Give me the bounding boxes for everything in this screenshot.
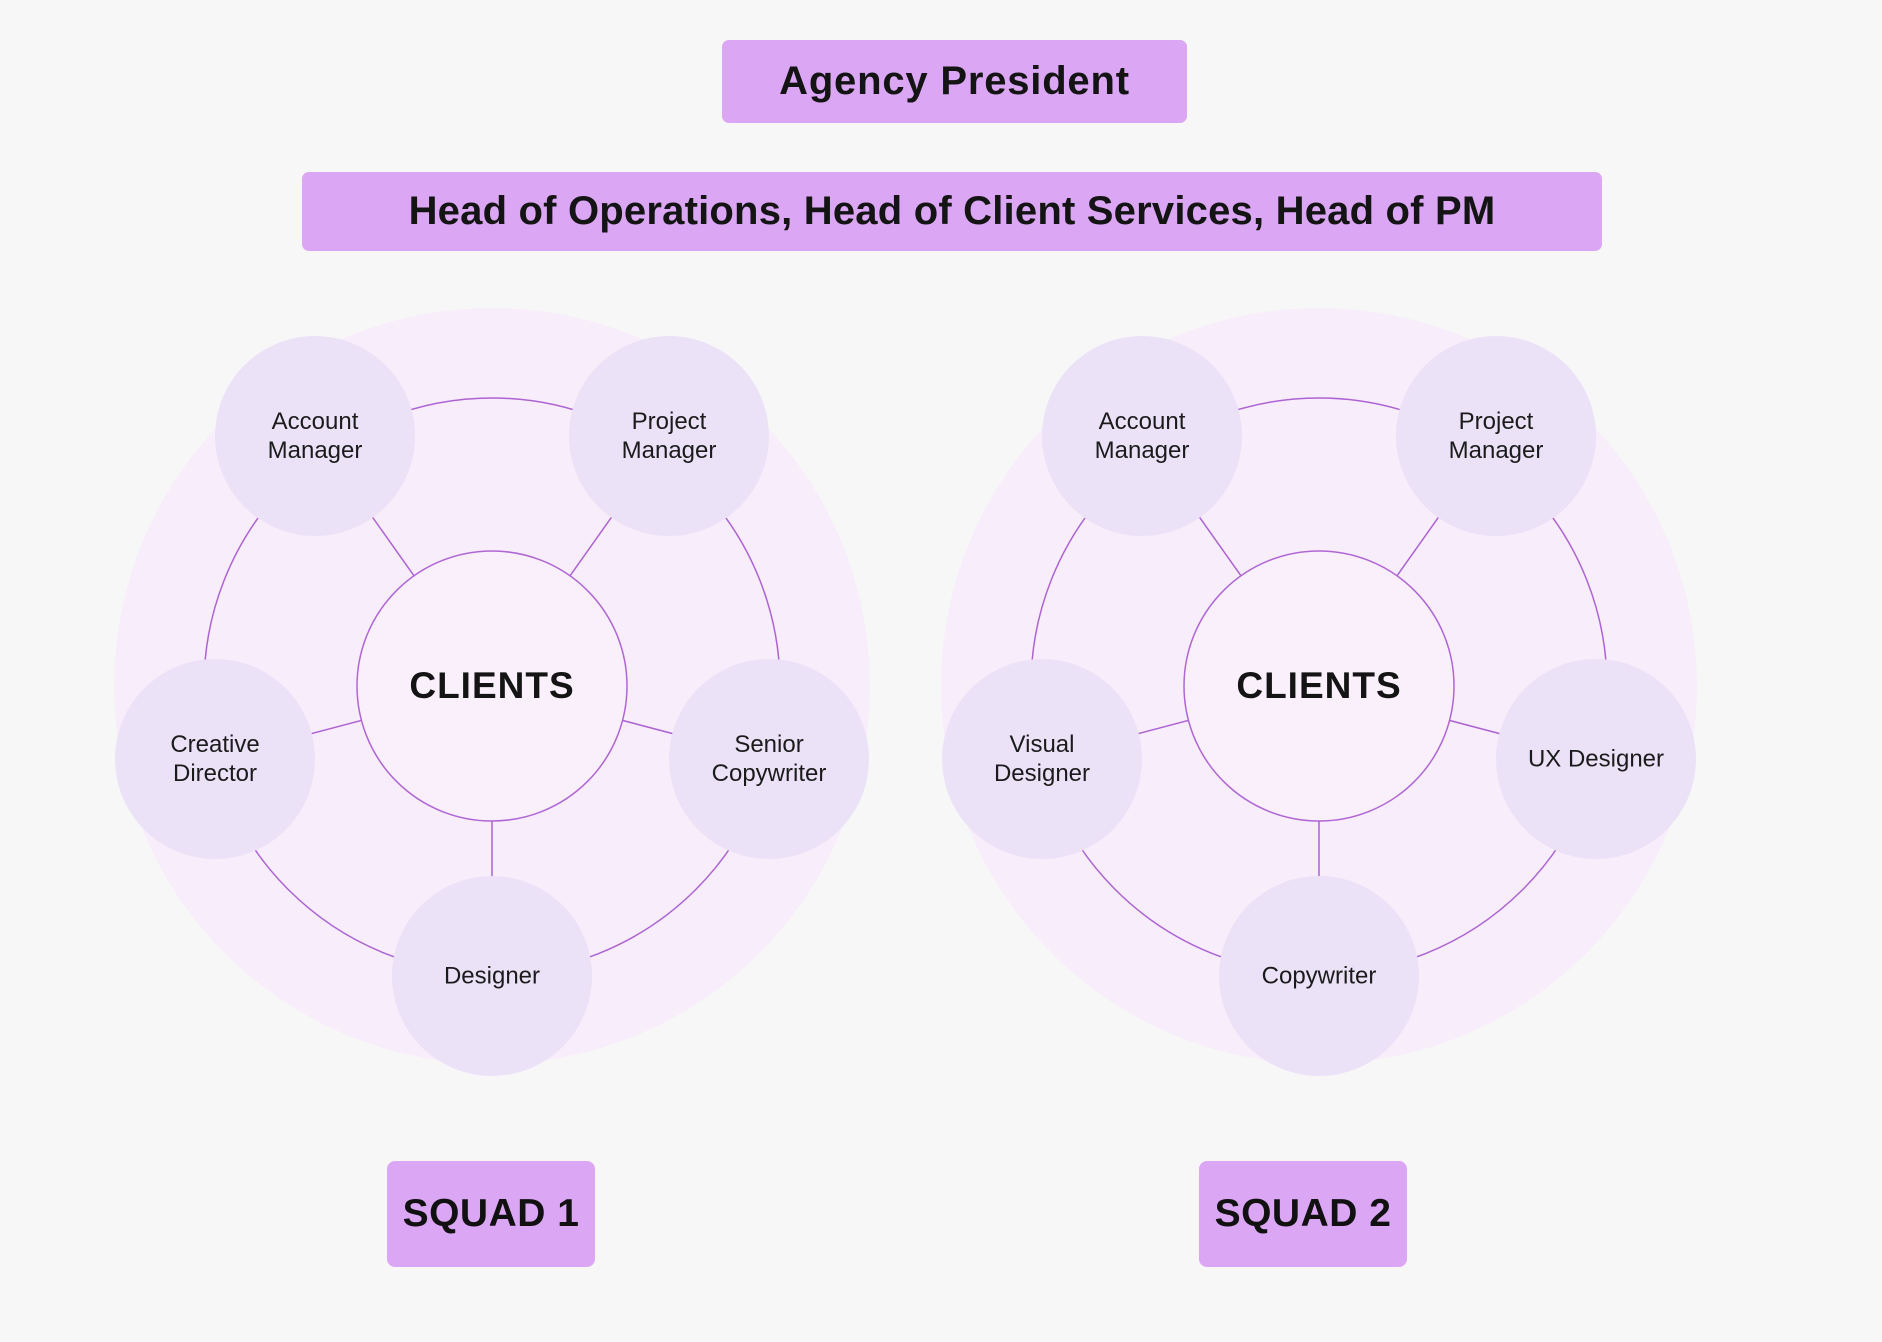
squad-1-node-designer — [392, 876, 592, 1076]
squad-1-label-designer: Designer — [377, 962, 607, 991]
squad-2-diagram: CLIENTS Account Manager Project Manager … — [939, 308, 1699, 1083]
squad-2-node-copywriter — [1219, 876, 1419, 1076]
squad-1-diagram: CLIENTS Account Manager Project Manager … — [112, 308, 872, 1083]
squad-1-diagram-canvas — [114, 308, 870, 1076]
squad-1-title-box: SQUAD 1 — [387, 1161, 595, 1267]
role-line: Senior — [734, 731, 804, 758]
squad-2-title-label: SQUAD 2 — [1214, 1192, 1392, 1235]
squad-1-label-project-manager: Project Manager — [554, 407, 784, 465]
role-line: Creative — [170, 731, 260, 758]
squad-2-label-project-manager: Project Manager — [1381, 407, 1611, 465]
role-line: Account — [271, 408, 359, 435]
squad-2-node-account-manager — [1042, 336, 1242, 536]
role-line: Designer — [443, 962, 541, 990]
squad-2-label-account-manager: Account Manager — [1027, 407, 1257, 465]
squad-1-clients-label: CLIENTS — [409, 665, 575, 706]
squad-2-node-ux-designer — [1496, 659, 1696, 859]
squad-1-title-label: SQUAD 1 — [402, 1192, 580, 1235]
role-line: UX Designer — [1527, 745, 1665, 773]
agency-president-label: Agency President — [779, 59, 1130, 103]
role-line: Manager — [1094, 437, 1190, 464]
agency-president-box: Agency President — [722, 40, 1187, 123]
squad-2-clients-label: CLIENTS — [1236, 665, 1402, 706]
department-heads-label: Head of Operations, Head of Client Servi… — [408, 189, 1496, 233]
role-line: Designer — [993, 760, 1091, 787]
role-line: Project — [1458, 408, 1534, 435]
role-line: Manager — [1448, 437, 1544, 464]
squad-2-label-copywriter: Copywriter — [1204, 962, 1434, 991]
squad-1-node-senior-copywriter — [669, 659, 869, 859]
squad-2-clients-circle — [1183, 550, 1455, 822]
role-line: Director — [172, 760, 257, 787]
role-line: Visual — [1009, 731, 1075, 758]
role-line: Manager — [621, 437, 717, 464]
role-line: Account — [1098, 408, 1186, 435]
squad-1-label-account-manager: Account Manager — [200, 407, 430, 465]
squad-2-label-visual-designer: Visual Designer — [927, 730, 1157, 788]
role-line: Copywriter — [1261, 962, 1377, 990]
squad-1-clients-circle — [356, 550, 628, 822]
squad-1-label-creative-director: Creative Director — [100, 730, 330, 788]
squad-1-node-account-manager — [215, 336, 415, 536]
role-line: Manager — [267, 437, 363, 464]
squad-2-node-project-manager — [1396, 336, 1596, 536]
role-line: Project — [631, 408, 707, 435]
role-line: Copywriter — [711, 760, 827, 787]
squad-1-label-senior-copywriter: Senior Copywriter — [654, 730, 884, 788]
squad-2-title-box: SQUAD 2 — [1199, 1161, 1407, 1267]
squad-1-node-project-manager — [569, 336, 769, 536]
squad-1-node-creative-director — [115, 659, 315, 859]
department-heads-box: Head of Operations, Head of Client Servi… — [302, 172, 1602, 251]
squad-2-diagram-canvas — [941, 308, 1697, 1076]
squad-2-node-visual-designer — [942, 659, 1142, 859]
squad-2-label-ux-designer: UX Designer — [1481, 745, 1711, 774]
